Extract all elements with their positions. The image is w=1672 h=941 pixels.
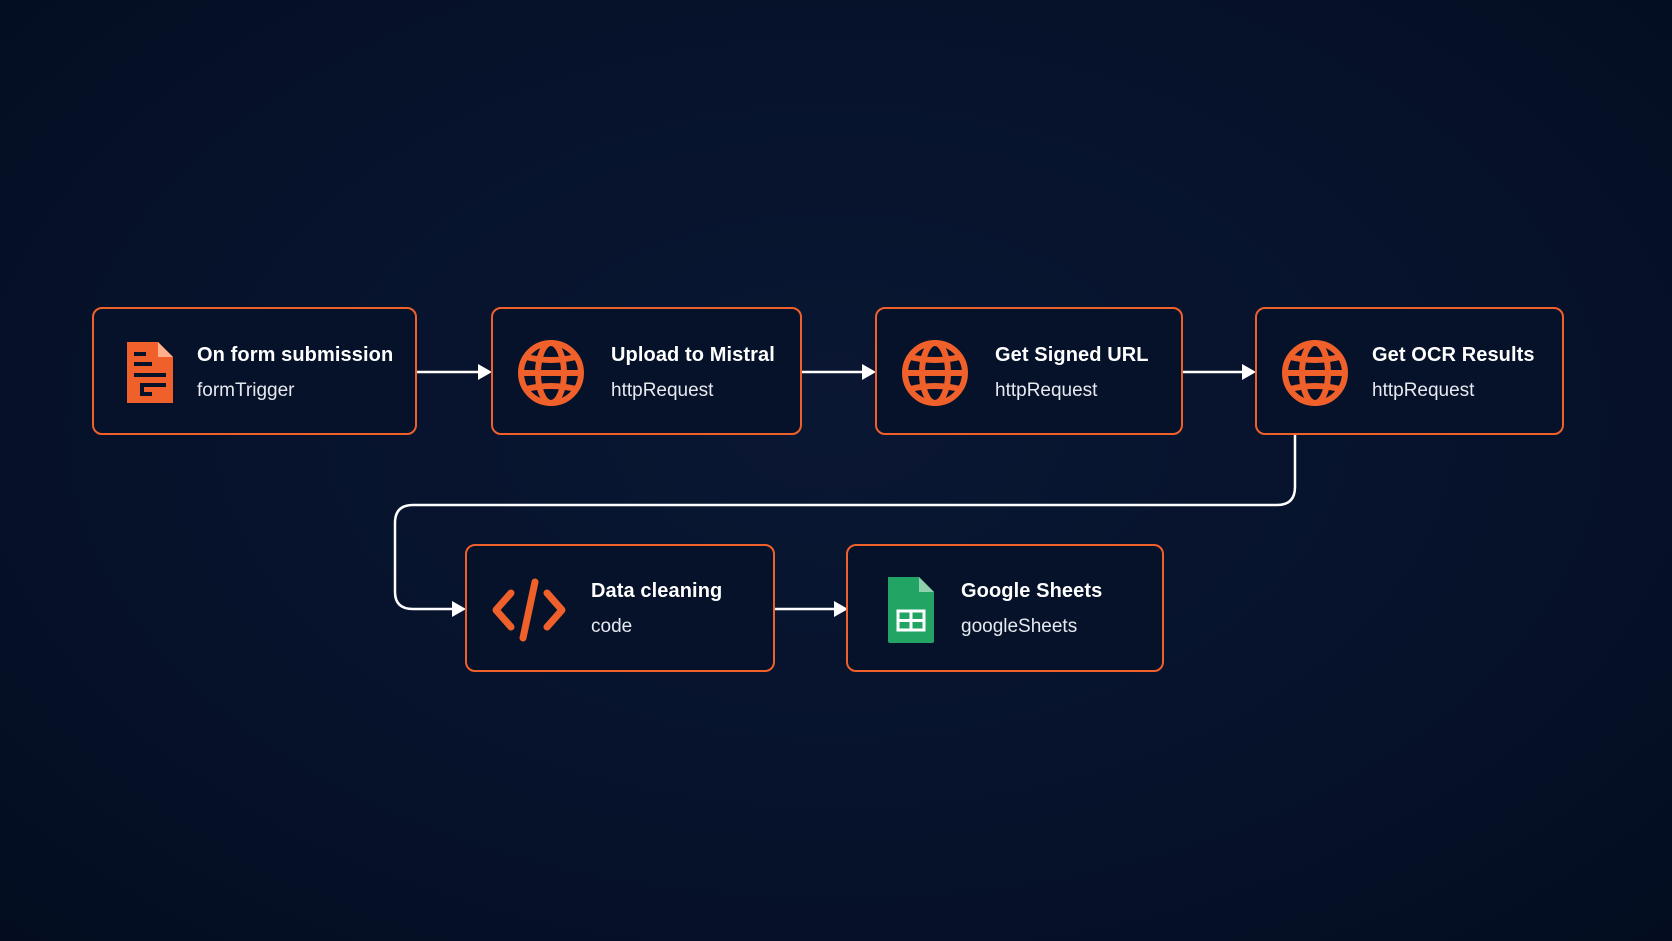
node-upload-to-mistral[interactable]: Upload to Mistral httpRequest [491, 307, 802, 435]
node-type: code [591, 616, 633, 637]
globe-icon [1281, 339, 1349, 407]
node-type: httpRequest [611, 380, 714, 401]
node-get-signed-url[interactable]: Get Signed URL httpRequest [875, 307, 1183, 435]
node-form-submission[interactable]: On form submission formTrigger [92, 307, 417, 435]
node-type: httpRequest [1372, 380, 1475, 401]
node-type: formTrigger [197, 380, 295, 401]
code-brackets-icon [491, 576, 567, 644]
node-type: httpRequest [995, 380, 1098, 401]
node-google-sheets[interactable]: Google Sheets googleSheets [846, 544, 1164, 672]
node-data-cleaning[interactable]: Data cleaning code [465, 544, 775, 672]
google-sheets-icon [876, 576, 944, 644]
node-title: Data cleaning [591, 580, 723, 602]
form-document-icon [116, 339, 184, 407]
arrowhead-clean [452, 601, 466, 617]
node-title: Google Sheets [961, 580, 1103, 602]
globe-icon [901, 339, 969, 407]
arrowhead-ocr [1242, 364, 1256, 380]
node-title: Get OCR Results [1372, 344, 1535, 366]
globe-icon [517, 339, 585, 407]
node-type: googleSheets [961, 616, 1078, 637]
arrowhead-upload [478, 364, 492, 380]
node-title: On form submission [197, 344, 394, 366]
connector-ocr-clean [393, 435, 1297, 611]
node-get-ocr-results[interactable]: Get OCR Results httpRequest [1255, 307, 1564, 435]
node-title: Get Signed URL [995, 344, 1149, 366]
arrowhead-signed [862, 364, 876, 380]
arrowhead-sheets [834, 601, 848, 617]
node-title: Upload to Mistral [611, 344, 775, 366]
